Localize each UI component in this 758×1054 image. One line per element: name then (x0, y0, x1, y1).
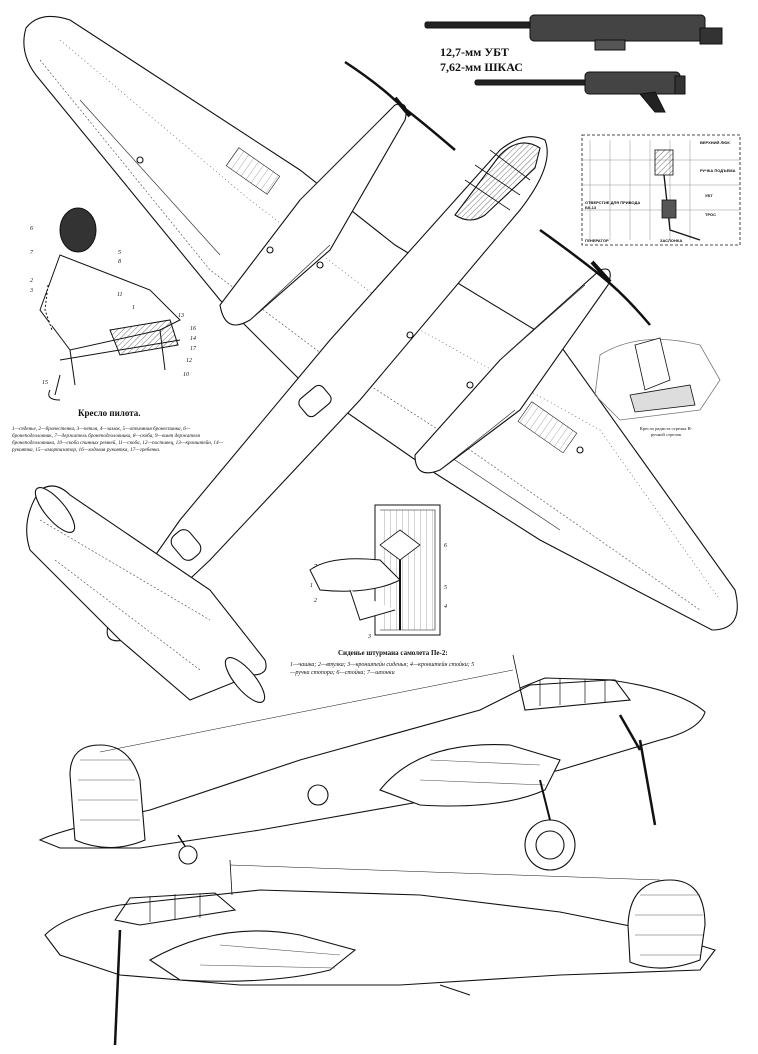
tailplane (26, 485, 267, 701)
navigator-seat-drawing (309, 504, 441, 636)
propeller-right (539, 228, 651, 326)
hatch-label: ЗАСЛОНКА (660, 238, 683, 243)
callout-number: 13 (178, 313, 184, 319)
hatch-label: ВЕРХНИЙ ЛЮК (700, 140, 730, 145)
hatch-label: УБТ (705, 193, 713, 198)
fin-upper (69, 744, 146, 848)
hatch-label: ОТВЕРСТИЕ ДЛЯ ПРИВОДА БК-13 (585, 200, 641, 210)
callout-number: 1 (310, 583, 313, 589)
callout-number: 12 (186, 358, 192, 364)
navigator-seat-legend: 1—чашка; 2—втулка; 3—кронштейн сиденья; … (290, 662, 475, 676)
engine-side-lower (148, 930, 357, 982)
fuselage-side-lower (44, 889, 716, 986)
callout-number: 16 (190, 326, 196, 332)
hatch-label: ГЕНЕРАТОР (585, 238, 609, 243)
callout-number: 14 (190, 336, 196, 342)
callout-number: 17 (190, 346, 196, 352)
callout-number: 6 (444, 543, 447, 549)
tail-wheel (178, 845, 198, 865)
canopy-side-lower (114, 892, 237, 926)
aircraft-top-view (23, 15, 738, 703)
callout-number: 4 (444, 604, 447, 610)
callout-number: 3 (30, 288, 33, 294)
aircraft-side-view-lower (44, 859, 716, 1046)
callout-number: 7 (30, 250, 33, 256)
propeller-side-upper (638, 739, 657, 826)
propeller-side-lower (113, 929, 122, 1046)
callout-number: 8 (118, 259, 121, 265)
gun-title-shkas: 7,62-мм ШКАС (440, 60, 523, 74)
callout-number: 1 (132, 305, 135, 311)
pilot-seat-drawing (39, 207, 181, 401)
hatch-label: РУЧКА ПОДЪЕМА (700, 168, 736, 173)
canopy (454, 142, 541, 221)
callout-number: 2 (30, 278, 33, 284)
callout-number: 7 (314, 564, 317, 570)
callout-number: 5 (118, 250, 121, 256)
hatch-label: ТРОС (705, 212, 717, 217)
gun-shkas-drawing (474, 71, 686, 113)
callout-number: 11 (117, 292, 123, 298)
gun-title: 12,7-мм УБТ 7,62-мм ШКАС (440, 45, 523, 75)
pilot-seat-legend: 1—седенье, 2—бронестенка, 3—петля, 4—зам… (12, 426, 224, 453)
callout-number: 6 (30, 226, 33, 232)
gunner-seat-drawing (594, 337, 721, 421)
hatch-detail-drawing (581, 134, 741, 246)
gun-ubt-drawing (424, 14, 723, 51)
navigator-seat-caption: Сиденье штурмана самолета Пе-2: (338, 649, 448, 657)
gun-title-ubt: 12,7-мм УБТ (440, 45, 509, 59)
callout-number: 2 (314, 598, 317, 604)
fuselage (106, 136, 548, 642)
engine-side-upper (379, 744, 561, 807)
callout-number: 15 (42, 380, 48, 386)
callout-number: 10 (183, 372, 189, 378)
gunner-seat-caption: Кресло радиста стрелка В-ручной стрелок (639, 426, 693, 437)
pilot-seat-caption: Кресло пилота. (78, 408, 141, 418)
callout-number: 3 (368, 634, 371, 640)
callout-number: 5 (444, 585, 447, 591)
canopy-side-upper (519, 677, 632, 711)
fin-lower (627, 879, 706, 969)
aircraft-side-view-upper (38, 654, 706, 871)
